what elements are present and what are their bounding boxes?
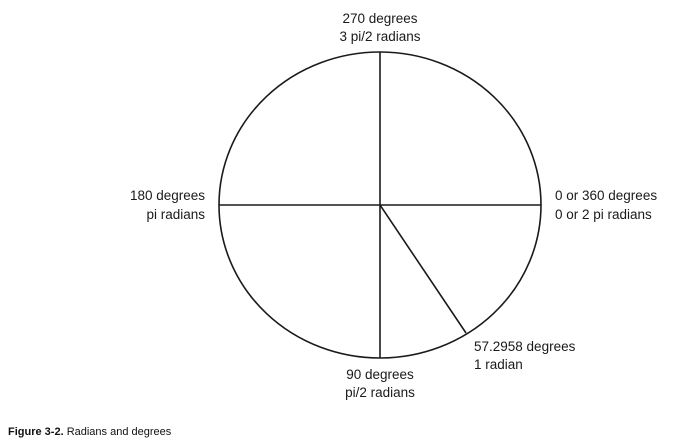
label-0-line2: 0 or 2 pi radians bbox=[555, 207, 652, 222]
label-90-line1: 90 degrees bbox=[346, 367, 414, 382]
label-radian-line2: 1 radian bbox=[474, 357, 523, 372]
figure-caption-text: Radians and degrees bbox=[66, 426, 172, 438]
figure-number: Figure 3-2. bbox=[8, 426, 64, 438]
label-radian-line1: 57.2958 degrees bbox=[474, 339, 576, 354]
figure-caption: Figure 3-2. Radians and degrees bbox=[8, 426, 171, 438]
label-180-degrees: 180 degrees pi radians bbox=[130, 188, 205, 222]
label-0-360-degrees: 0 or 360 degrees 0 or 2 pi radians bbox=[555, 188, 657, 222]
label-180-line2: pi radians bbox=[146, 207, 205, 222]
label-90-degrees: 90 degrees pi/2 radians bbox=[345, 367, 415, 400]
label-180-line1: 180 degrees bbox=[130, 188, 205, 203]
label-one-radian: 57.2958 degrees 1 radian bbox=[474, 339, 576, 372]
label-270-line2: 3 pi/2 radians bbox=[339, 29, 420, 44]
label-90-line2: pi/2 radians bbox=[345, 385, 415, 400]
label-270-degrees: 270 degrees 3 pi/2 radians bbox=[339, 11, 420, 44]
one-radian-line bbox=[379, 204, 467, 334]
label-270-line1: 270 degrees bbox=[342, 11, 417, 26]
label-0-line1: 0 or 360 degrees bbox=[555, 188, 657, 203]
